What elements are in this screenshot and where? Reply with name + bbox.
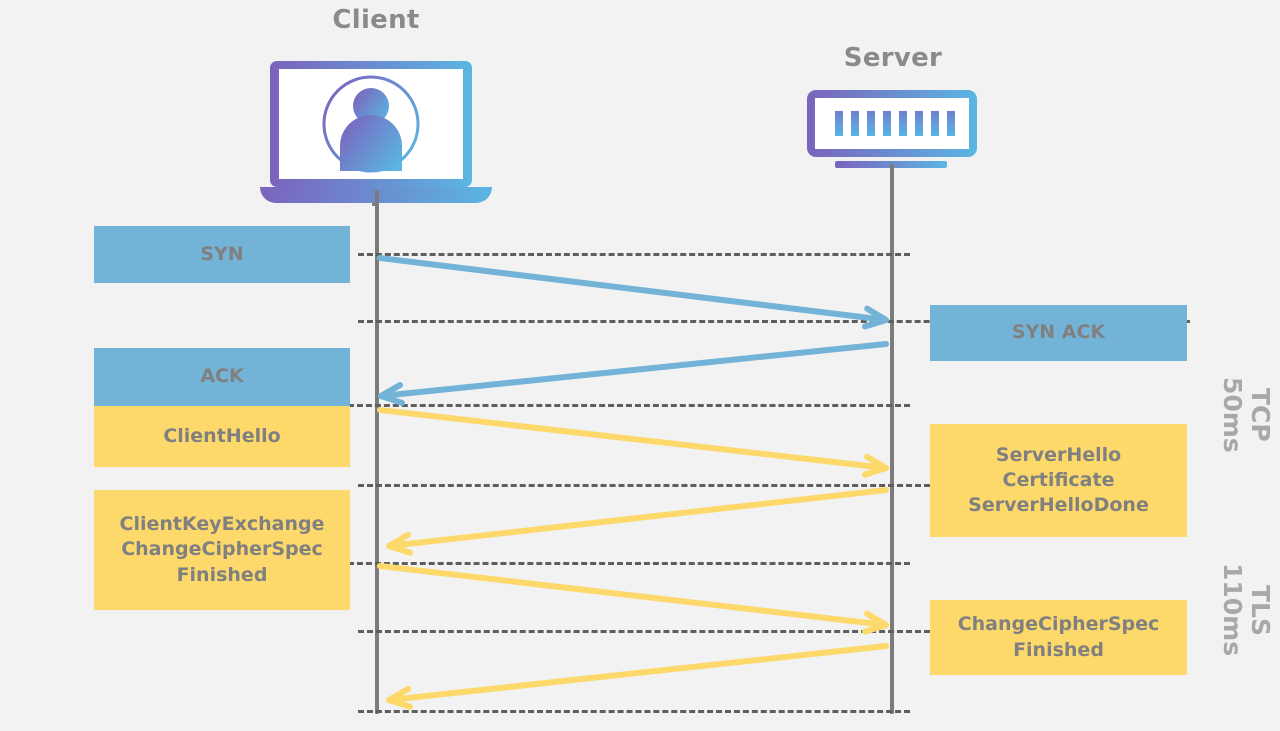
guide-line — [358, 710, 910, 713]
server-message-server-hello: ServerHello Certificate ServerHelloDone — [930, 424, 1187, 537]
phase-tcp-name: TCP — [1246, 388, 1275, 442]
client-message-syn: SYN — [94, 226, 350, 283]
arrow-server-hello — [386, 487, 889, 556]
guide-line — [358, 253, 910, 256]
guide-line — [348, 562, 910, 565]
server-rack-icon — [805, 88, 990, 178]
laptop-user-icon — [258, 58, 494, 209]
arrow-syn-ack — [378, 341, 889, 406]
arrow-syn-ack-head — [378, 382, 405, 406]
arrow-client-hello-head — [862, 453, 889, 478]
client-lifeline — [375, 190, 379, 714]
server-title: Server — [843, 43, 943, 73]
guide-line — [358, 484, 930, 487]
client-message-label: ClientKeyExchange ChangeCipherSpec Finis… — [119, 513, 325, 586]
client-message-client-hello: ClientHello — [94, 406, 350, 467]
phase-tcp-duration: 50ms — [1218, 377, 1247, 453]
server-message-syn-ack: SYN ACK — [930, 305, 1187, 361]
arrow-syn-head — [861, 305, 889, 330]
phase-tls-name: TLS — [1246, 584, 1275, 636]
arrow-server-hello-head — [386, 531, 413, 556]
client-message-label: ACK — [200, 365, 244, 388]
client-message-label: ClientHello — [163, 424, 281, 447]
phase-tls-duration: 110ms — [1218, 563, 1247, 657]
arrow-server-cipher — [386, 643, 889, 710]
arrow-server-cipher-head — [386, 685, 413, 710]
server-message-label: SYN ACK — [1011, 321, 1106, 344]
client-message-client-key-exchange: ClientKeyExchange ChangeCipherSpec Finis… — [94, 490, 350, 610]
arrow-client-key-head — [862, 610, 889, 635]
guide-line — [358, 630, 930, 633]
client-message-ack: ACK — [94, 348, 350, 406]
server-message-server-change-cipher: ChangeCipherSpec Finished — [930, 600, 1187, 675]
arrow-client-hello — [377, 407, 889, 478]
server-message-label: ChangeCipherSpec Finished — [957, 613, 1160, 661]
client-message-label: SYN — [200, 242, 244, 265]
server-lifeline — [890, 164, 894, 714]
arrow-client-key — [377, 563, 889, 635]
arrow-syn — [377, 255, 889, 330]
guide-line — [348, 404, 910, 407]
client-title: Client — [332, 5, 420, 35]
server-message-label: ServerHello Certificate ServerHelloDone — [968, 443, 1149, 517]
